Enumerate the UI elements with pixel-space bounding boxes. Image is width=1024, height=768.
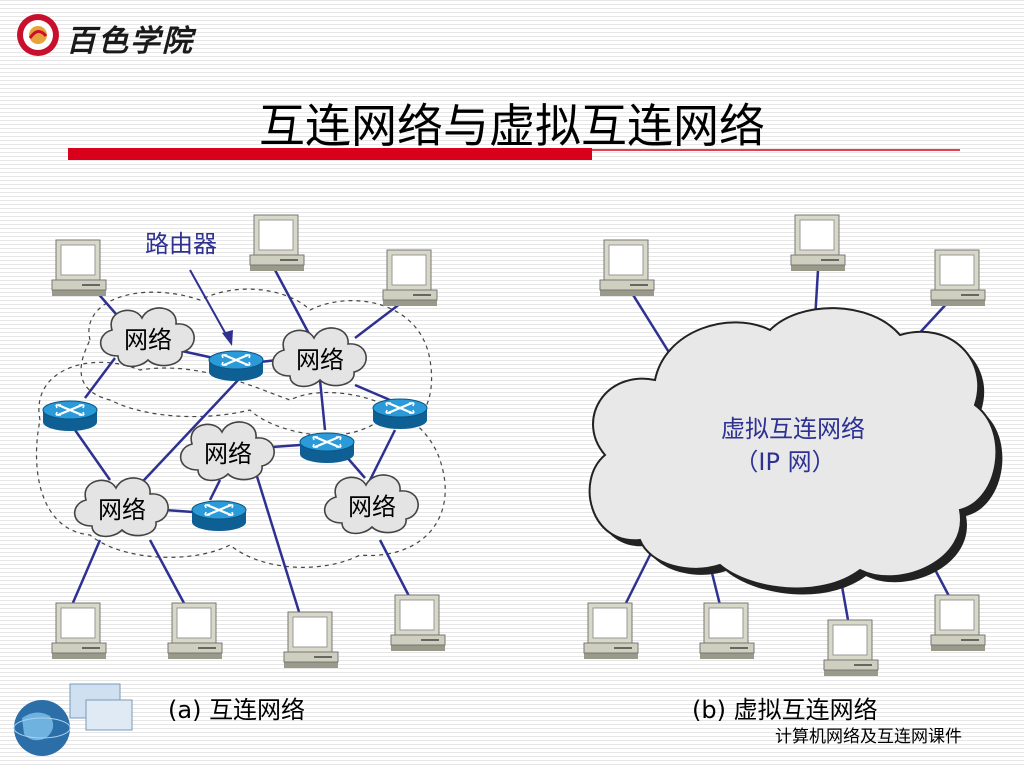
computer-icon [930, 249, 986, 307]
caption-internet: (a) 互连网络 [168, 696, 306, 724]
network-cloud: 网络 [179, 421, 275, 482]
router-icon [41, 399, 99, 433]
college-logo [17, 14, 59, 56]
virtual-cloud-sublabel: （IP 网） [734, 448, 835, 476]
network-label: 网络 [296, 346, 344, 374]
computer-icon [699, 602, 755, 660]
router-icon [207, 349, 265, 383]
dashed-domain-lower [35, 361, 446, 568]
network-label: 网络 [204, 440, 252, 468]
router-callout: 路由器 [145, 230, 217, 258]
router-callout-arrow [189, 269, 229, 339]
computer-icon [390, 594, 446, 652]
college-name: 百色学院 [66, 24, 194, 59]
network-label: 网络 [124, 326, 172, 354]
caption-virtual-internet: (b) 虚拟互连网络 [692, 696, 878, 724]
computer-icon [823, 619, 879, 677]
computer-icon [249, 214, 305, 272]
computer-icon [283, 611, 339, 669]
computer-icon [51, 239, 107, 297]
computer-icon [930, 594, 986, 652]
virtual-internet-cloud: 虚拟互连网络 （IP 网） [588, 307, 1003, 595]
computer-icon [790, 214, 846, 272]
footer-course-title: 计算机网络及互连网课件 [775, 727, 962, 747]
network-cloud: 网络 [73, 477, 169, 538]
globe-decoration-icon [13, 683, 133, 756]
router-icon [190, 499, 248, 533]
network-cloud: 网络 [99, 307, 195, 368]
computer-icon [382, 249, 438, 307]
page-title: 互连网络与虚拟互连网络 [259, 99, 765, 153]
virtual-cloud-label: 虚拟互连网络 [721, 415, 865, 443]
computer-icon [599, 239, 655, 297]
router-icon [298, 431, 356, 465]
computer-icon [51, 602, 107, 660]
network-label: 网络 [98, 496, 146, 524]
network-cloud: 网络 [323, 474, 419, 535]
router-icon [371, 397, 429, 431]
network-label: 网络 [348, 493, 396, 521]
network-cloud: 网络 [271, 327, 367, 388]
computer-icon [583, 602, 639, 660]
title-underline [68, 148, 960, 160]
computer-icon [167, 602, 223, 660]
